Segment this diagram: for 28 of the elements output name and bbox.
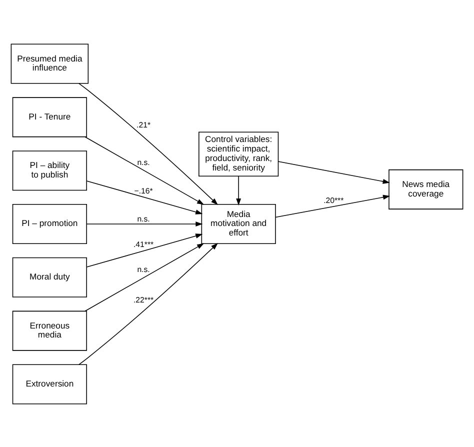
arrow [275, 194, 390, 218]
node-box: Extroversion [12, 364, 87, 404]
node-box: Erroneous media [12, 310, 87, 350]
node-box: Control variables: scientific impact, productivity, rank, field, seniority [198, 131, 279, 176]
arrow [86, 180, 203, 214]
node-box: Presumed media influence [10, 43, 89, 84]
arrow [78, 242, 218, 364]
arrow [84, 136, 204, 204]
node-box: News media coverage [388, 168, 464, 209]
node-box: Moral duty [12, 256, 87, 297]
arrow [86, 221, 203, 226]
edge-label: n.s. [137, 214, 150, 224]
edge-label: .21* [136, 120, 151, 129]
edge-label: n.s. [137, 264, 150, 274]
arrow [78, 82, 218, 205]
edge-label: −.16* [134, 186, 153, 195]
arrow [84, 242, 204, 311]
node-box: Media motivation and effort [201, 203, 276, 244]
node-box: PI – ability to publish [12, 150, 87, 190]
node-box: PI - Tenure [12, 96, 87, 137]
arrow [236, 176, 242, 206]
edge-label: .41*** [134, 239, 154, 248]
edge-label: .22*** [134, 295, 154, 304]
arrow [86, 233, 203, 267]
arrow [278, 160, 390, 184]
edge-label: n.s. [137, 158, 150, 167]
edge-label: .20*** [324, 195, 344, 204]
node-box: PI – promotion [12, 203, 87, 244]
